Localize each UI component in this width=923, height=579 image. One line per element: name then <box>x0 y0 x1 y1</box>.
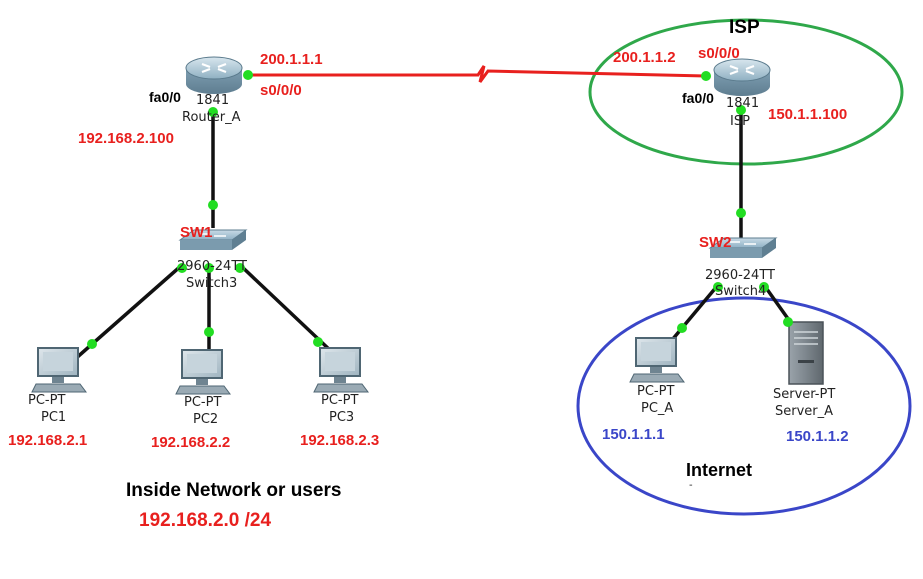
isp-serial-port: s0/0/0 <box>698 45 740 62</box>
isp-fa-ip: 150.1.1.100 <box>768 106 848 123</box>
internet-area-circle <box>576 296 912 516</box>
port-dot-sw1-pc3 <box>235 263 245 273</box>
pc2-model: PC-PT <box>184 395 222 410</box>
sw1-tag: SW1 <box>180 224 213 241</box>
server-a-ip: 150.1.1.2 <box>786 428 849 445</box>
port-dot-sw2-server <box>759 282 769 292</box>
pc1-icon[interactable] <box>31 347 87 393</box>
pc2-ip: 192.168.2.2 <box>151 434 231 451</box>
port-dot-pc1 <box>87 339 97 349</box>
pc-a-name: PC_A <box>641 401 674 416</box>
serial-link-routerA-isp[interactable] <box>248 65 707 83</box>
isp-name: ISP <box>730 114 750 129</box>
port-dot-isp-s0 <box>701 71 711 81</box>
port-dot-isp-fa0 <box>736 105 746 115</box>
pc2-icon[interactable] <box>175 349 231 395</box>
pc-a-model: PC-PT <box>637 384 675 399</box>
isp-fa-port: fa0/0 <box>682 90 714 106</box>
router-a-fa-port: fa0/0 <box>149 89 181 105</box>
sw2-model: 2960-24TT <box>705 268 775 283</box>
switch-sw1-icon[interactable] <box>178 229 248 250</box>
server-a-icon[interactable] <box>788 321 824 385</box>
port-dot-sw2-pcA <box>713 282 723 292</box>
port-dot-sw1-pc1 <box>177 263 187 273</box>
pc2-name: PC2 <box>193 412 219 427</box>
port-dot-sw2-up <box>736 208 746 218</box>
inside-network-subnet: 192.168.2.0 /24 <box>139 510 272 531</box>
router-a-name: Router_A <box>182 110 241 125</box>
port-dot-sw1-up <box>208 200 218 210</box>
isp-serial-ip: 200.1.1.2 <box>613 49 676 66</box>
router-a-serial-ip: 200.1.1.1 <box>260 51 323 68</box>
port-dot-pc2 <box>204 327 214 337</box>
port-dot-routerA-fa0 <box>208 107 218 117</box>
port-dot-server <box>783 317 793 327</box>
sw2-name: Switch4 <box>715 284 767 299</box>
sw2-tag: SW2 <box>699 234 732 251</box>
pc3-ip: 192.168.2.3 <box>300 432 380 449</box>
router-a-fa-ip: 192.168.2.100 <box>78 130 174 147</box>
isp-router-icon[interactable] <box>713 58 771 96</box>
port-dot-sw1-pc2 <box>204 263 214 273</box>
router-a-icon[interactable] <box>185 56 243 94</box>
sw1-name: Switch3 <box>186 276 238 291</box>
pc3-name: PC3 <box>329 410 355 425</box>
pc1-ip: 192.168.2.1 <box>8 432 88 449</box>
pc-a-icon[interactable] <box>629 337 685 383</box>
internet-mark: - <box>689 480 693 491</box>
pc3-model: PC-PT <box>321 393 359 408</box>
pc1-model: PC-PT <box>28 393 66 408</box>
isp-circle-label: ISP <box>729 17 760 38</box>
pc3-icon[interactable] <box>313 347 369 393</box>
sw1-model: 2960-24TT <box>177 259 247 274</box>
router-a-model: 1841 <box>196 93 230 108</box>
port-dot-pcA <box>677 323 687 333</box>
switch-sw2-icon[interactable] <box>708 237 778 258</box>
isp-area-circle <box>588 18 904 166</box>
server-a-model: Server-PT <box>773 387 836 402</box>
server-a-name: Server_A <box>775 404 834 419</box>
internet-label: Internet <box>686 460 753 480</box>
port-dot-pc3 <box>313 337 323 347</box>
pc-a-ip: 150.1.1.1 <box>602 426 665 443</box>
inside-network-title: Inside Network or users <box>126 480 342 501</box>
port-dot-routerA-s0 <box>243 70 253 80</box>
pc1-name: PC1 <box>41 410 67 425</box>
isp-model: 1841 <box>726 96 760 111</box>
router-a-serial-port: s0/0/0 <box>260 82 302 99</box>
